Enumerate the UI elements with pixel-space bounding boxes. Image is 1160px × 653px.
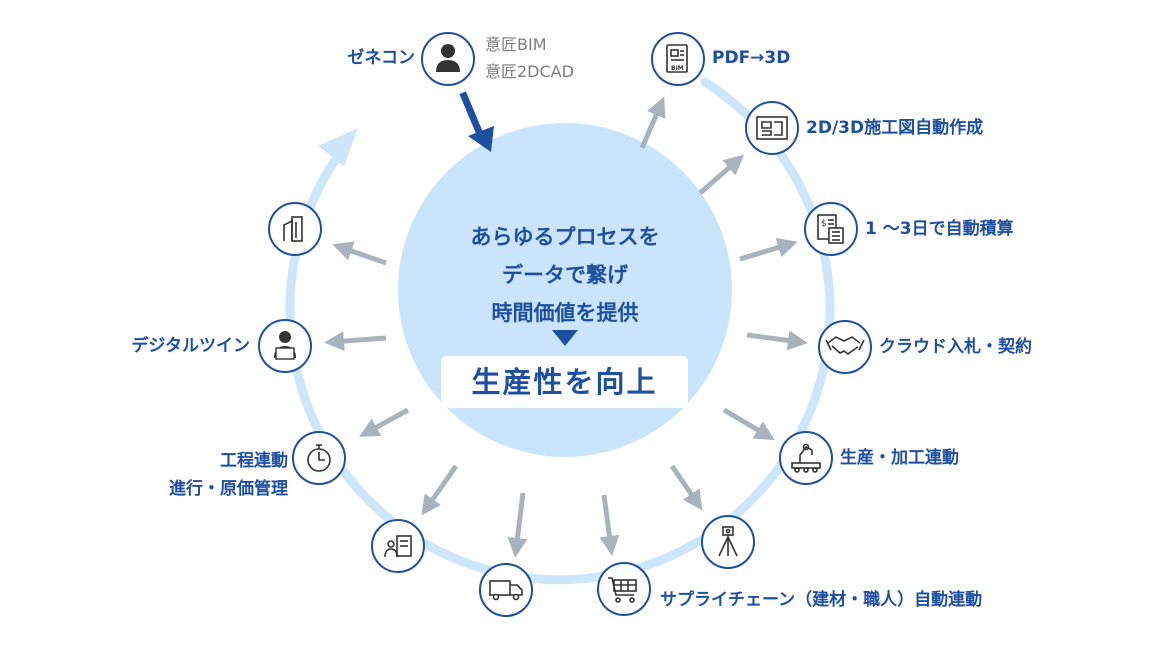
- label-schedule-cost-line-2[interactable]: 進行・原価管理: [169, 479, 288, 499]
- center-line-3: 時間価値を提供: [491, 301, 639, 325]
- label-construction-drawings[interactable]: 2D/3D施工図自動作成: [806, 118, 984, 138]
- arrow-cloud-bidding: [746, 330, 808, 351]
- label-production[interactable]: 生産・加工連動: [840, 448, 959, 468]
- label-supply-chain[interactable]: サプライチェーン（建材・職人）自動連動: [660, 590, 983, 610]
- node-production[interactable]: [779, 431, 833, 485]
- center-line-2: データで繋げ: [502, 263, 628, 287]
- node-site-workers[interactable]: [371, 519, 425, 573]
- label-estimation[interactable]: 1 ～3日で自動積算: [865, 219, 1014, 239]
- general-contractor-sub-line-1: 意匠BIM: [485, 35, 547, 54]
- arrow-logistics: [507, 492, 528, 558]
- stopwatch-icon: [307, 444, 331, 472]
- general-contractor-label: ゼネコン: [347, 48, 415, 68]
- center-line-1: あらゆるプロセスを: [470, 225, 660, 249]
- svg-text:BIM: BIM: [671, 65, 684, 72]
- node-pdf-3d[interactable]: [651, 32, 705, 86]
- label-cloud-bidding[interactable]: クラウド入札・契約: [879, 337, 1032, 357]
- node-logistics[interactable]: [479, 563, 533, 617]
- robot-arm-icon: [791, 443, 821, 473]
- bim-document-icon: BIM: [666, 44, 688, 73]
- radial-arrows: [324, 96, 808, 558]
- arrow-pdf-3d: [639, 96, 666, 149]
- input-arrow: [459, 91, 485, 139]
- cart-icon: [608, 577, 637, 603]
- input-arrowhead: [468, 126, 494, 152]
- arrow-building: [332, 241, 387, 266]
- handshake-icon: [825, 336, 865, 355]
- label-digital-twin[interactable]: デジタルツイン: [131, 336, 250, 356]
- arrow-construction-drawings: [698, 154, 745, 195]
- node-supply-chain[interactable]: [597, 562, 651, 616]
- node-building[interactable]: [268, 202, 322, 256]
- arrow-production: [722, 407, 775, 441]
- arrow-survey: [669, 464, 703, 511]
- building-icon: [283, 216, 303, 242]
- arrow-supply-chain: [599, 494, 620, 556]
- survey-tripod-icon: [718, 526, 738, 557]
- node-cloud-bidding[interactable]: [818, 320, 872, 374]
- down-triangle-icon: [552, 330, 578, 346]
- truck-icon: [489, 580, 523, 601]
- blueprint-icon: [756, 116, 788, 140]
- svg-text:$: $: [821, 219, 827, 229]
- result-box: 生産性を向上: [441, 356, 688, 408]
- node-construction-drawings[interactable]: [745, 101, 799, 155]
- node-general-contractor: [421, 32, 475, 86]
- arrow-site-workers: [421, 464, 459, 516]
- person-icon: [436, 44, 460, 72]
- label-schedule-cost-line-1[interactable]: 工程連動: [220, 451, 288, 471]
- label-pdf-3d[interactable]: PDF→3D: [712, 48, 791, 68]
- arrow-digital-twin: [324, 331, 387, 352]
- arrow-schedule-cost: [358, 407, 410, 437]
- general-contractor-sub-line-2: 意匠2DCAD: [485, 62, 574, 81]
- cycle-ring-arrowhead: [318, 128, 358, 166]
- workers-icon: [384, 535, 412, 558]
- calculator-icon: $: [817, 214, 844, 244]
- arrow-estimation: [739, 237, 798, 262]
- analyst-icon: [274, 331, 296, 360]
